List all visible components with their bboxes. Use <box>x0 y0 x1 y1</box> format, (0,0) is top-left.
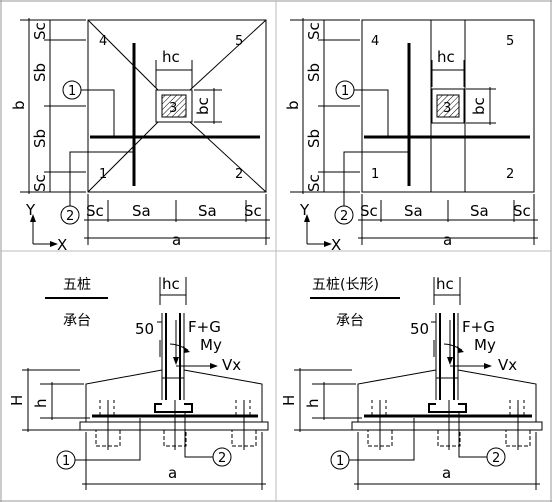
load-vx: Vx <box>498 356 517 374</box>
column-section <box>436 94 460 118</box>
dim-sa-right: Sa <box>198 202 217 220</box>
dim-sc-bottom: Sc <box>305 174 323 192</box>
callout-2-number: 2 <box>492 451 500 466</box>
pile-label-2: 2 <box>506 167 514 182</box>
dim-h: h <box>304 398 322 408</box>
dim-b: b <box>284 100 302 110</box>
right-section: 五桩(长形) 承台 hc 50 F+G My Vx <box>280 275 543 490</box>
dim-sc-left: Sc <box>360 202 378 220</box>
dim-sc-right: Sc <box>244 202 262 220</box>
load-my: My <box>200 336 222 354</box>
dim-50: 50 <box>410 320 429 338</box>
callout-2-number: 2 <box>340 209 348 224</box>
column-section <box>161 94 187 118</box>
dim-sb-bottom: Sb <box>31 129 49 148</box>
pile-label-5: 5 <box>235 34 243 49</box>
pile-label-3: 3 <box>169 101 177 116</box>
callout-1-number: 1 <box>341 84 349 99</box>
pile-label-1: 1 <box>371 167 379 182</box>
axis-y-label: Y <box>299 201 310 219</box>
section-title: 五桩 <box>63 276 91 293</box>
right-plan: 4 5 3 1 2 hc bc b Sc Sb Sb Sc 1 2 <box>284 18 538 254</box>
pile-label-1: 1 <box>99 167 107 182</box>
callout-1-number: 1 <box>62 454 70 469</box>
dim-a: a <box>172 231 181 249</box>
dim-hc: hc <box>162 48 180 66</box>
dim-a: a <box>168 464 177 482</box>
axis-x-label: X <box>331 236 341 254</box>
dim-a: a <box>442 464 451 482</box>
callout-1-number: 1 <box>336 454 344 469</box>
dim-sc-top: Sc <box>305 22 323 40</box>
pile-label-2: 2 <box>235 167 243 182</box>
axis-y-label: Y <box>25 201 36 219</box>
left-section: 五桩 承台 hc 50 F+G My Vx <box>8 275 269 490</box>
dim-bc: bc <box>194 97 212 115</box>
axis-x-label: X <box>57 236 67 254</box>
dim-sa-left: Sa <box>404 202 423 220</box>
dim-hc: hc <box>437 48 455 66</box>
section-subtitle: 承台 <box>336 313 364 329</box>
dim-H: H <box>8 395 26 406</box>
dim-sb-top: Sb <box>31 63 49 82</box>
callout-2-number: 2 <box>66 209 74 224</box>
load-vx: Vx <box>222 356 241 374</box>
load-fg: F+G <box>462 318 495 336</box>
dim-hc: hc <box>162 275 180 293</box>
load-my: My <box>474 336 496 354</box>
pilecap-outline-long <box>361 19 535 193</box>
dim-b: b <box>10 100 28 110</box>
dim-H: H <box>280 395 298 406</box>
dim-hc: hc <box>436 275 454 293</box>
pilecap-outline <box>87 19 267 193</box>
dim-sb-bottom: Sb <box>305 129 323 148</box>
dim-sc-top: Sc <box>31 22 49 40</box>
callout-2-number: 2 <box>218 451 226 466</box>
section-subtitle: 承台 <box>63 313 91 329</box>
dim-bc: bc <box>470 97 488 115</box>
pile-label-4: 4 <box>371 34 379 49</box>
dim-sa-right: Sa <box>470 202 489 220</box>
dim-sc-bottom: Sc <box>31 174 49 192</box>
dim-sc-right: Sc <box>513 202 531 220</box>
dim-50: 50 <box>135 320 154 338</box>
pile-label-5: 5 <box>506 34 514 49</box>
callout-1-number: 1 <box>68 84 76 99</box>
dim-h: h <box>32 398 50 408</box>
dim-a: a <box>443 231 452 249</box>
dim-sa-left: Sa <box>132 202 151 220</box>
load-fg: F+G <box>188 318 221 336</box>
pile-label-3: 3 <box>443 101 451 116</box>
section-title: 五桩(长形) <box>312 276 379 293</box>
dim-sc-left: Sc <box>86 202 104 220</box>
dim-sb-top: Sb <box>305 63 323 82</box>
pile-label-4: 4 <box>99 34 107 49</box>
left-plan: 4 5 3 1 2 hc bc b Sc Sb Sb Sc 1 2 <box>10 18 270 254</box>
